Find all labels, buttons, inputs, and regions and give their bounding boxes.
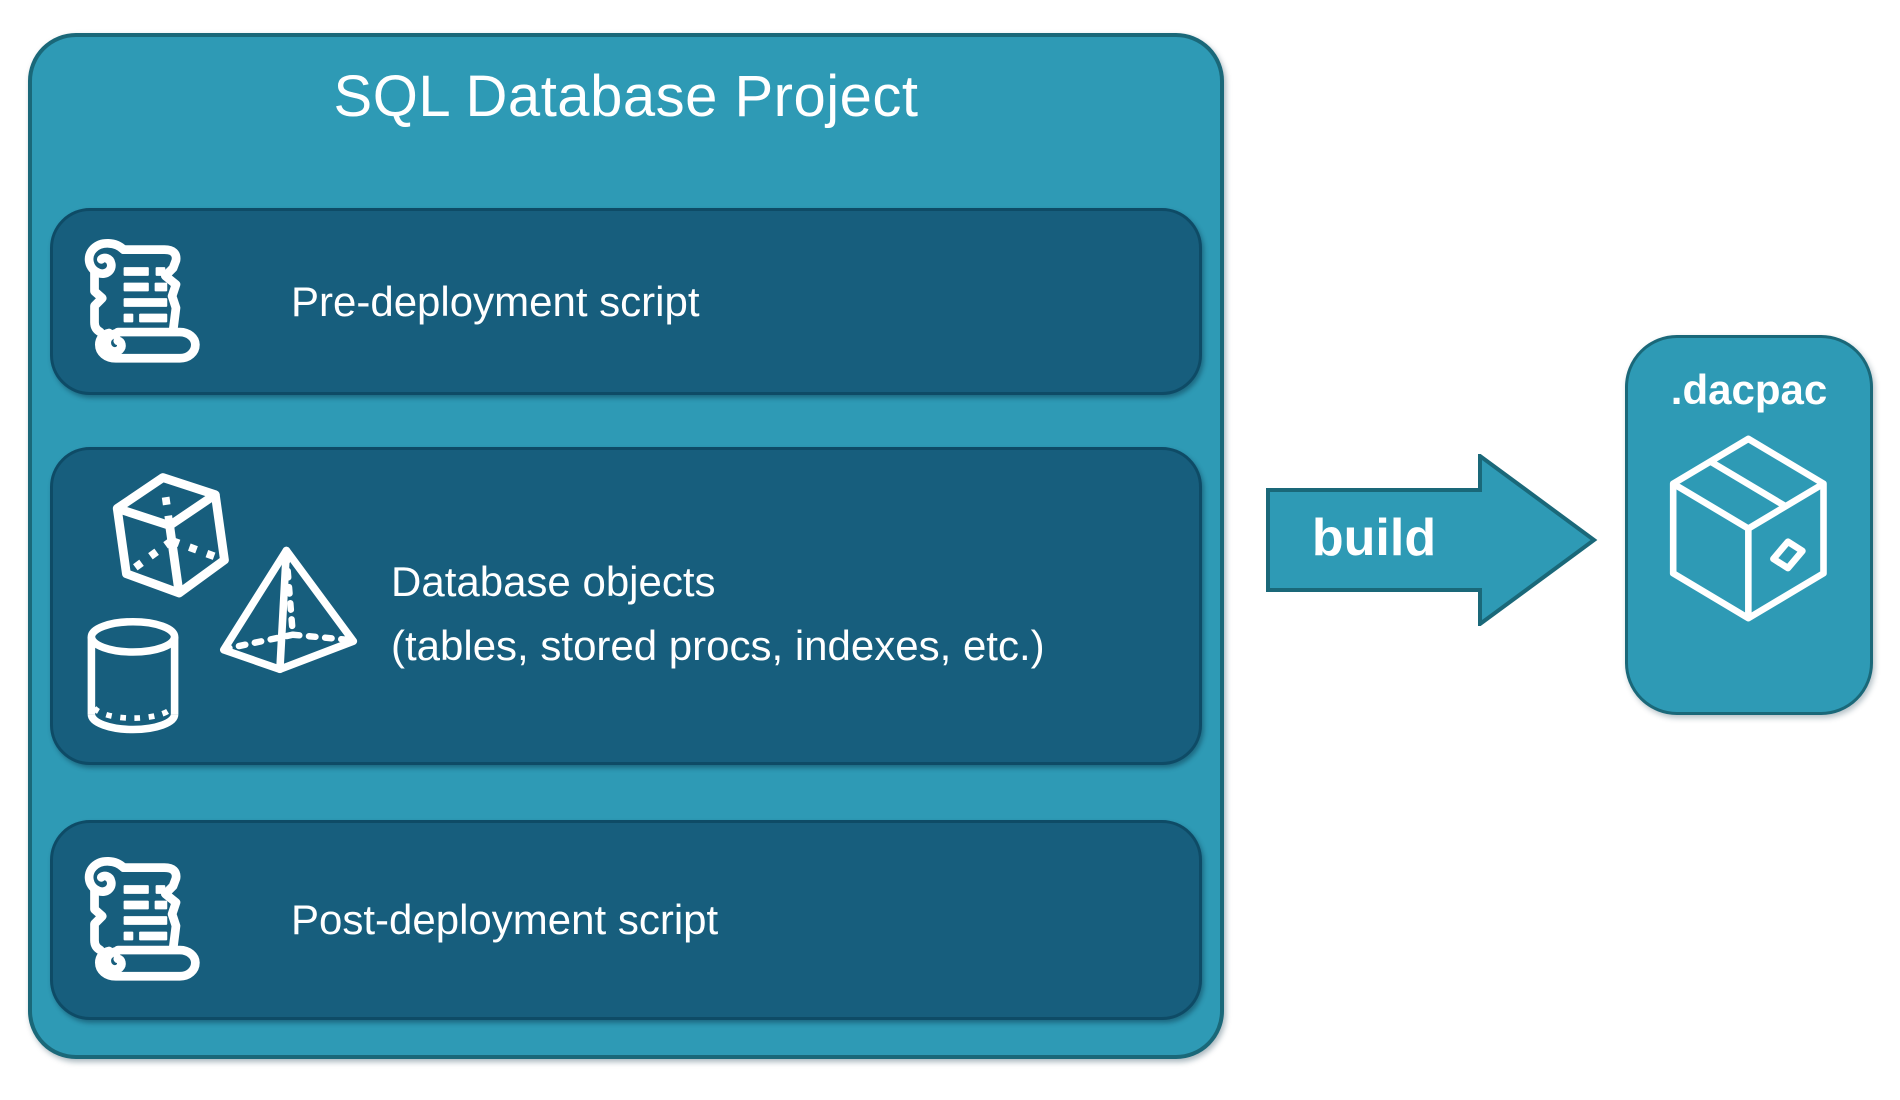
scroll-icon: [79, 856, 207, 984]
database-objects-line1: Database objects: [391, 558, 716, 605]
scroll-icon: [79, 238, 207, 366]
database-objects-panel: Database objects (tables, stored procs, …: [50, 447, 1202, 765]
post-deployment-label: Post-deployment script: [291, 896, 719, 943]
pyramid-icon: [215, 544, 361, 679]
pre-deployment-label: Pre-deployment script: [291, 277, 700, 325]
pre-deployment-panel: Pre-deployment script: [50, 208, 1202, 395]
database-objects-line2: (tables, stored procs, indexes, etc.): [391, 622, 1045, 669]
cylinder-icon: [81, 614, 185, 742]
dacpac-output-box: .dacpac: [1625, 335, 1873, 715]
dacpac-label: .dacpac: [1670, 366, 1828, 413]
package-icon: [1660, 428, 1838, 633]
sql-database-project-container: SQL Database Project: [28, 33, 1224, 1059]
container-title: SQL Database Project: [333, 64, 919, 129]
build-arrow-label: build: [1311, 509, 1437, 567]
cube-icon: [105, 466, 237, 609]
build-arrow-icon: [1266, 454, 1598, 626]
post-deployment-panel: Post-deployment script: [50, 820, 1202, 1020]
database-objects-label: Database objects (tables, stored procs, …: [391, 450, 1179, 762]
